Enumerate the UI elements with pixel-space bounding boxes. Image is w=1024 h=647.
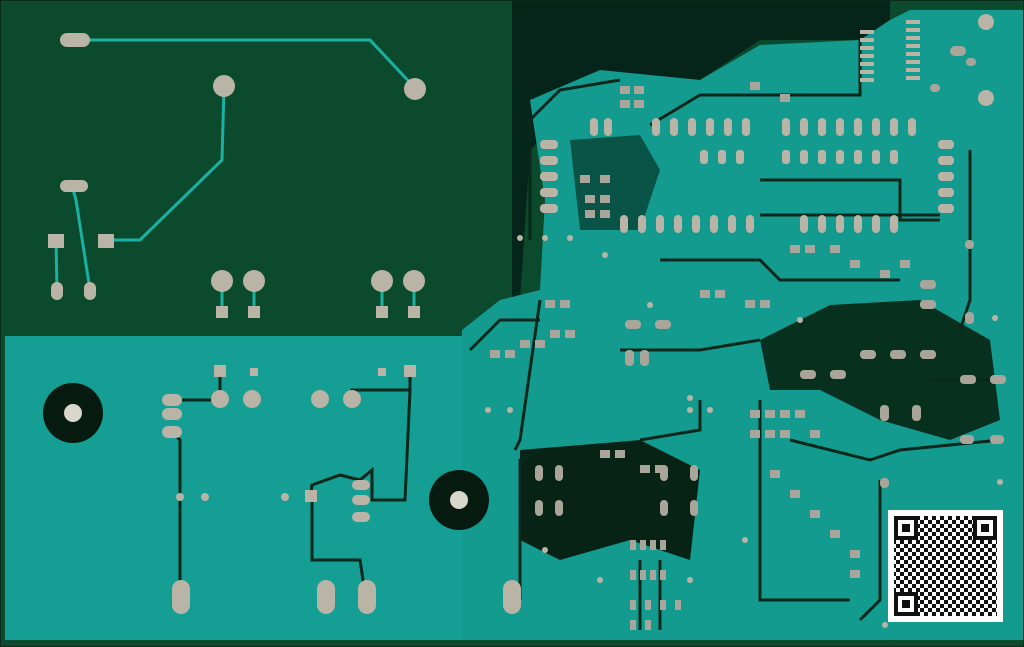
pads-light-region [162, 365, 521, 614]
mounting-hole-left [43, 383, 103, 443]
connector-pins-top [860, 20, 920, 82]
mounting-hole-center [429, 470, 489, 530]
traces-dark-region [54, 38, 417, 310]
ic-row-1 [590, 118, 916, 136]
corner-hole-right [978, 90, 994, 106]
light-copper-pour-bottom [5, 336, 462, 640]
smd-pads-scatter [490, 46, 1006, 630]
dark-island-3 [570, 135, 660, 230]
ic-row-3 [620, 215, 898, 233]
dark-island-2 [760, 300, 1000, 440]
ic-row-2 [700, 150, 898, 164]
corner-hole-top-right [978, 14, 994, 30]
vias [485, 235, 1003, 628]
pin-header-right [938, 140, 954, 213]
pads-dark-region [48, 33, 426, 318]
pin-header-left [540, 140, 558, 213]
qr-code-label [888, 510, 1003, 622]
ic-pad-rows [540, 20, 954, 233]
